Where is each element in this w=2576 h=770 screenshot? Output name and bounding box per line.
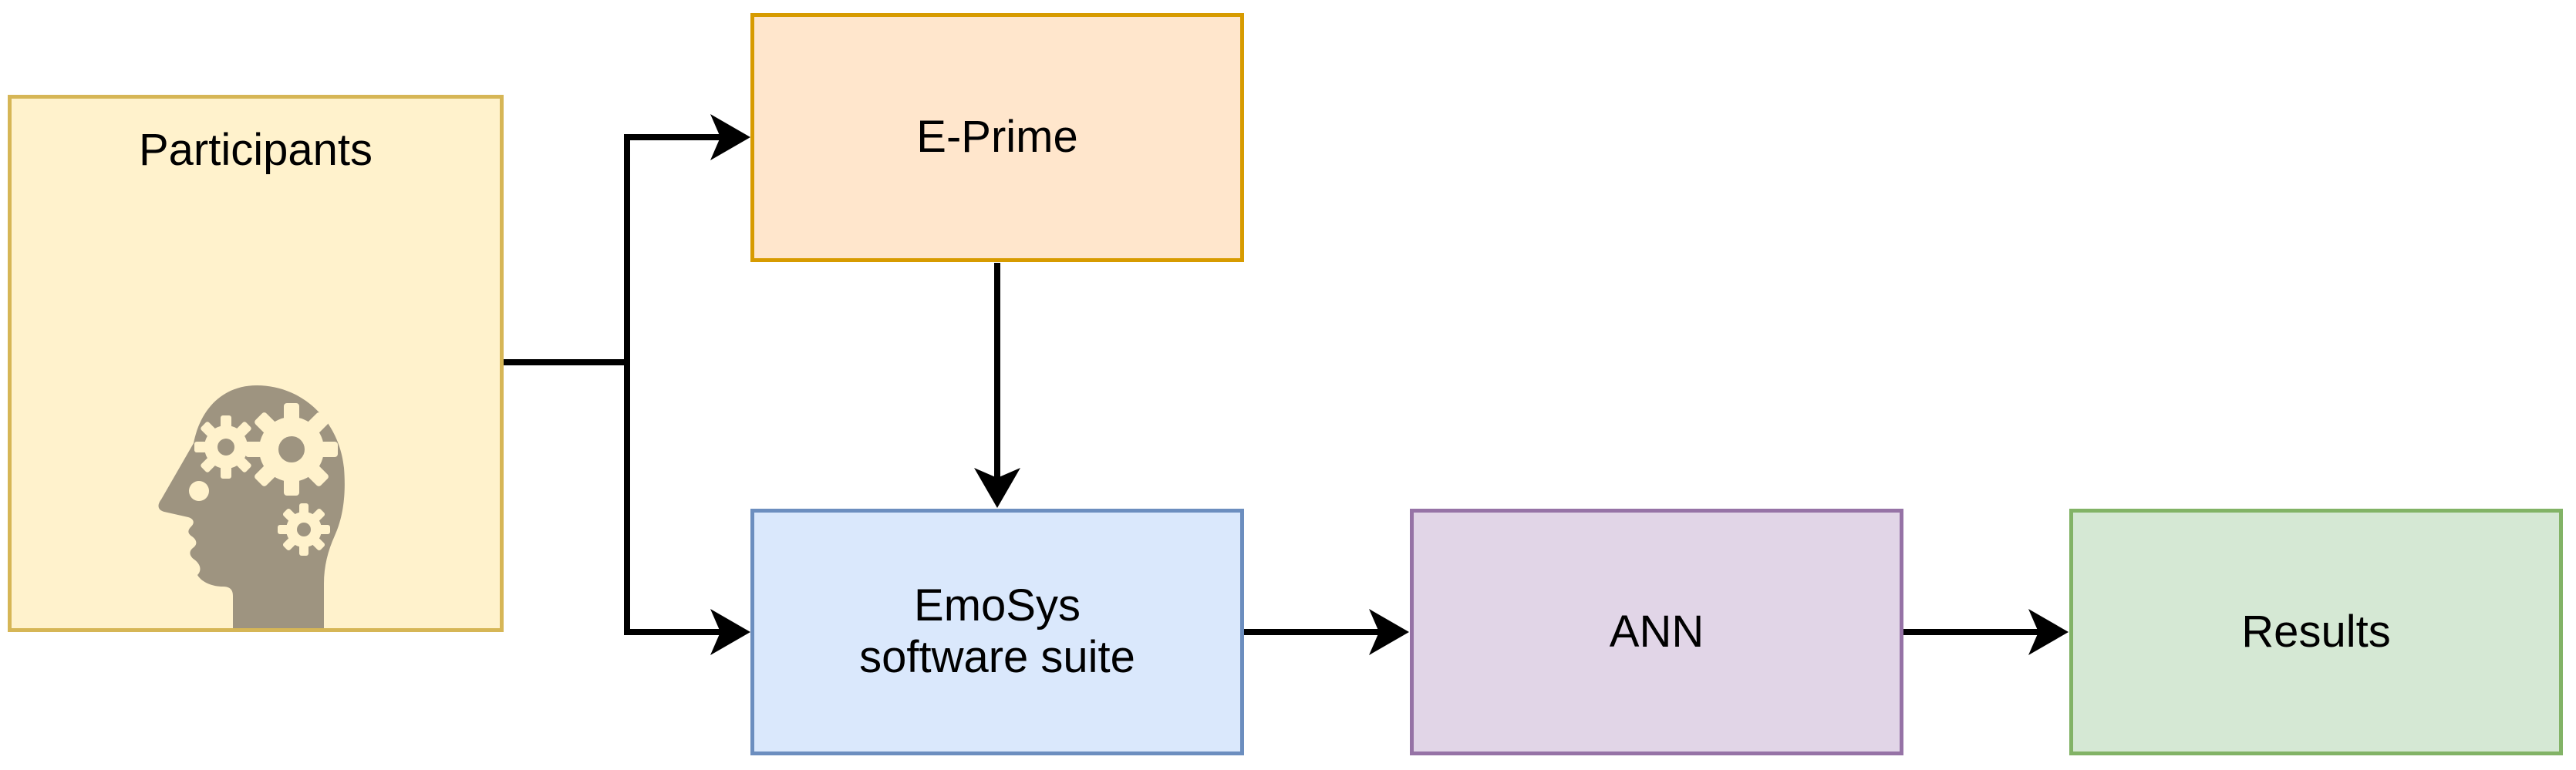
node-label: Participants [138,125,373,175]
dot-cutout [189,481,209,501]
node-ann: ANN [1410,509,1903,755]
arrowhead-to-emosys-top [974,468,1020,508]
node-results: Results [2069,509,2563,755]
node-eprime: E-Prime [750,13,1244,262]
gear-large [245,403,338,496]
arrowhead-to-emosys-left [710,609,750,655]
arrowhead-to-eprime [710,114,750,160]
gear-small-left [194,415,258,479]
gear-small-lower [278,503,330,556]
arrowhead-to-results [2028,609,2069,655]
node-label: Results [2241,606,2391,657]
node-emosys: EmoSys software suite [750,509,1244,755]
node-label: E-Prime [916,112,1078,163]
arrowhead-to-ann [1369,609,1409,655]
node-participants: Participants [8,95,504,632]
edge-participants-branch [504,134,721,635]
node-label: ANN [1609,606,1704,657]
head-gears-icon [158,385,345,628]
node-label: EmoSys software suite [859,580,1135,682]
